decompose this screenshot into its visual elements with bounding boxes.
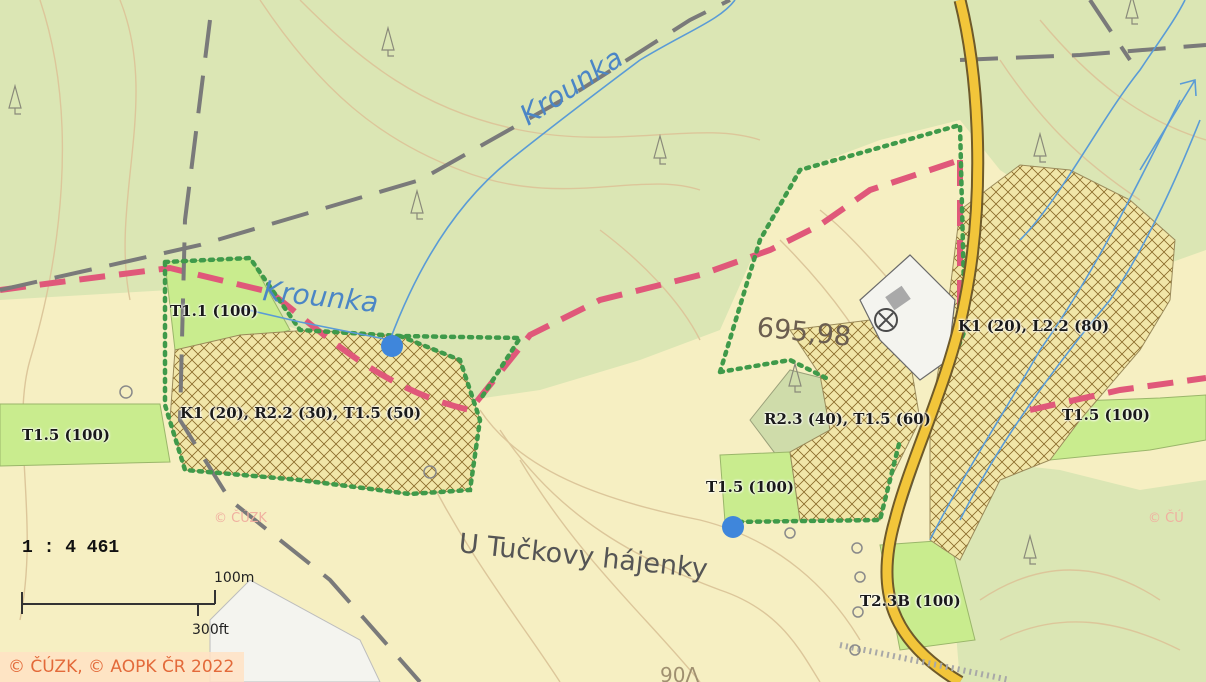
ghost-copyright: © ČÚ: [1148, 510, 1184, 526]
scale-bar: [21, 590, 216, 616]
habitat-label: T2.3B (100): [860, 592, 961, 610]
habitat-label: T1.5 (100): [706, 478, 794, 496]
forest-area-east: [950, 460, 1206, 682]
contour-lines: [19, 0, 1206, 682]
track: [839, 642, 1011, 682]
copyright-notice[interactable]: © ČÚZK, © AOPK ČR 2022: [0, 652, 245, 682]
point-markers: [119, 385, 866, 656]
spring-icon[interactable]: [381, 335, 403, 357]
habitat-label: T1.5 (100): [1062, 406, 1150, 424]
scale-metric-label: 100m: [214, 570, 255, 586]
contour-value-label: 90Λ: [660, 663, 699, 682]
road: [880, 0, 985, 682]
ghost-copyright: © ČÚZK: [214, 510, 267, 526]
habitat-label: R2.3 (40), T1.5 (60): [764, 410, 931, 428]
building-icon: [885, 285, 911, 311]
habitat-label: K1 (20), R2.2 (30), T1.5 (50): [180, 404, 422, 422]
forest-area-north: [0, 0, 1206, 400]
habitat-label: K1 (20), L2.2 (80): [958, 317, 1110, 335]
scale-ratio: 1 : 4 461: [22, 538, 120, 558]
streams: [239, 0, 1201, 541]
habitat-label: T1.5 (100): [22, 426, 110, 444]
monument-icon: [874, 308, 898, 332]
spring-icon[interactable]: [722, 516, 744, 538]
habitat-label: T1.1 (100): [170, 302, 258, 320]
scale-imperial-label: 300ft: [192, 622, 229, 638]
